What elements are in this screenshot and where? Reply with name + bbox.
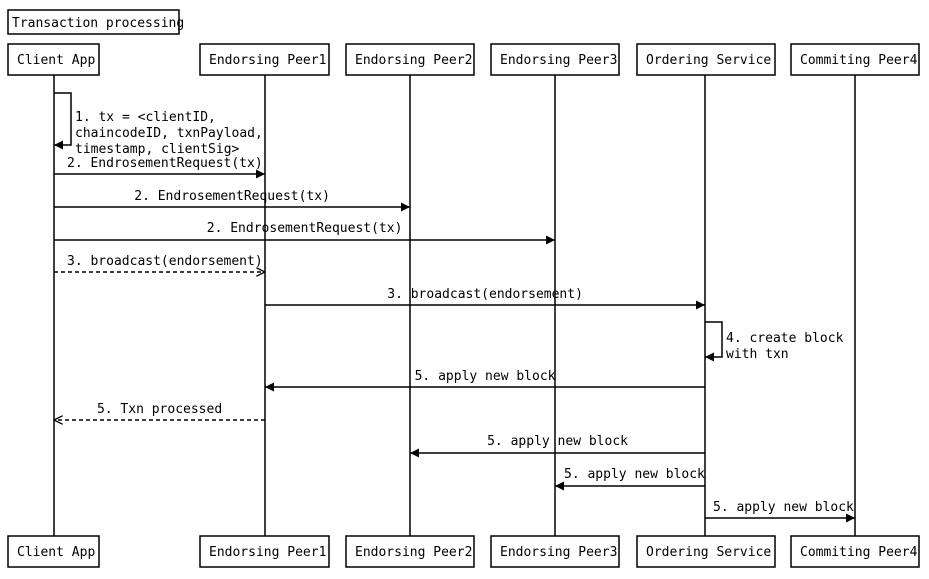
message-6: 3. broadcast(endorsement) <box>265 287 705 310</box>
message-label: 5. apply new block <box>487 434 628 449</box>
message-label: 1. tx = <clientID, <box>75 110 216 125</box>
message-5: 3. broadcast(endorsement) <box>54 254 265 272</box>
participant-ep2-top: Endorsing Peer2 <box>345 43 475 76</box>
participant-label: Endorsing Peer2 <box>355 53 472 68</box>
message-label: with txn <box>726 347 789 362</box>
participant-label: Ordering Service <box>646 53 771 68</box>
participant-box <box>199 535 330 568</box>
participant-ep2-bottom: Endorsing Peer2 <box>345 535 475 568</box>
message-10: 5. apply new block <box>410 434 705 458</box>
participant-ep3-top: Endorsing Peer3 <box>490 43 620 76</box>
title-frame <box>7 9 180 35</box>
participant-ep1-bottom: Endorsing Peer1 <box>199 535 330 568</box>
message-label: 2. EndrosementRequest(tx) <box>207 221 403 236</box>
participant-client-bottom: Client App <box>7 535 100 568</box>
participant-label: Commiting Peer4 <box>800 545 918 560</box>
message-1: 1. tx = <clientID,chaincodeID, txnPayloa… <box>54 92 263 157</box>
participant-ep1-top: Endorsing Peer1 <box>199 43 330 76</box>
participant-box <box>790 43 920 76</box>
participant-label: Client App <box>17 53 95 68</box>
participant-client-top: Client App <box>7 43 100 76</box>
message-label: 2. EndrosementRequest(tx) <box>67 156 263 171</box>
participant-ep3-bottom: Endorsing Peer3 <box>490 535 620 568</box>
participant-label: Ordering Service <box>646 545 771 560</box>
message-9: 5. Txn processed <box>54 402 265 420</box>
participant-os-bottom: Ordering Service <box>636 535 776 568</box>
message-label: 5. apply new block <box>415 369 556 384</box>
participant-label: Endorsing Peer1 <box>209 545 326 560</box>
message-label: timestamp, clientSig> <box>75 142 240 157</box>
message-label: 2. EndrosementRequest(tx) <box>134 189 330 204</box>
message-12: 5. apply new block <box>705 500 855 523</box>
message-3: 2. EndrosementRequest(tx) <box>54 189 410 212</box>
message-label: 5. Txn processed <box>97 402 222 417</box>
message-label: 3. broadcast(endorsement) <box>67 254 263 269</box>
self-message-arrow <box>54 92 72 150</box>
participant-os-top: Ordering Service <box>636 43 776 76</box>
diagram-title: Transaction processing <box>7 9 184 35</box>
title-text: Transaction processing <box>12 16 184 31</box>
message-11: 5. apply new block <box>555 467 705 491</box>
participant-label: Endorsing Peer1 <box>209 53 326 68</box>
message-4: 2. EndrosementRequest(tx) <box>54 221 555 245</box>
message-label: 4. create block <box>726 331 844 346</box>
message-label: 5. apply new block <box>713 500 854 515</box>
participant-cp4-top: Commiting Peer4 <box>790 43 920 76</box>
participant-label: Endorsing Peer3 <box>500 53 617 68</box>
participant-box <box>636 535 776 568</box>
participant-box <box>199 43 330 76</box>
message-label: 5. apply new block <box>564 467 705 482</box>
message-label: chaincodeID, txnPayload, <box>75 126 263 141</box>
participant-box <box>490 535 620 568</box>
message-8: 5. apply new block <box>265 369 705 392</box>
participant-box <box>7 535 100 568</box>
participant-box <box>345 43 475 76</box>
participant-cp4-bottom: Commiting Peer4 <box>790 535 920 568</box>
participant-box <box>636 43 776 76</box>
self-message-arrow <box>705 321 723 362</box>
participant-label: Endorsing Peer2 <box>355 545 472 560</box>
participant-box <box>7 43 100 76</box>
participant-box <box>345 535 475 568</box>
participant-box <box>490 43 620 76</box>
participant-label: Endorsing Peer3 <box>500 545 617 560</box>
participant-box <box>790 535 920 568</box>
message-label: 3. broadcast(endorsement) <box>387 287 583 302</box>
messages: 1. tx = <clientID,chaincodeID, txnPayloa… <box>54 92 855 523</box>
participant-label: Client App <box>17 545 95 560</box>
message-2: 2. EndrosementRequest(tx) <box>54 156 265 179</box>
participant-label: Commiting Peer4 <box>800 53 918 68</box>
